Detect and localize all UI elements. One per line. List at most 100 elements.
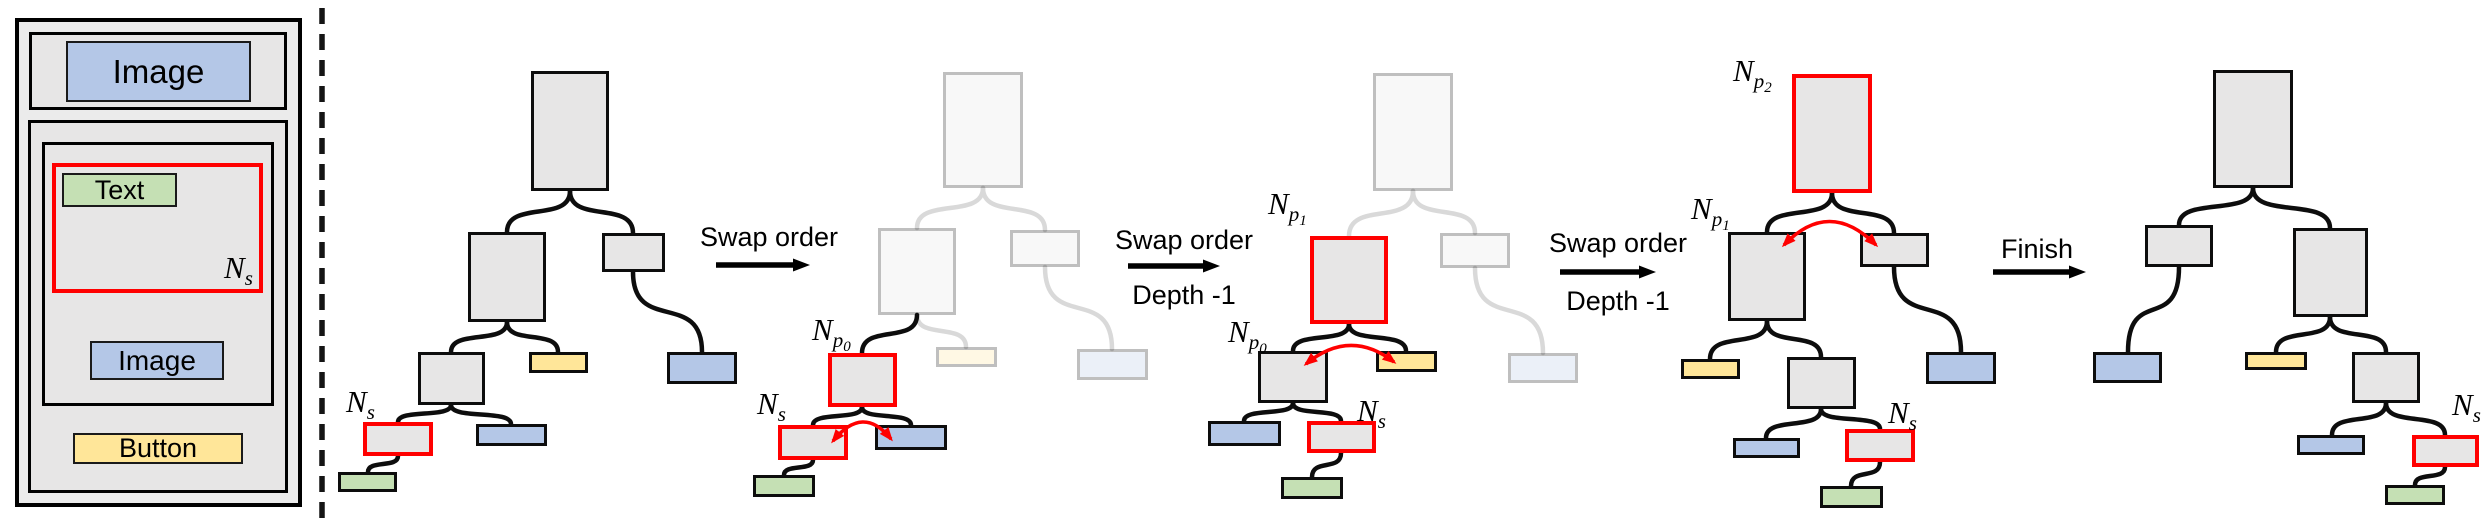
tree3-image-leaf — [1208, 421, 1281, 446]
image-mid-label: Image — [118, 344, 196, 376]
tree1-edge-1 — [567, 188, 636, 236]
tree3-edge-4 — [1346, 321, 1409, 354]
transition-1-label: Swap order — [699, 222, 839, 252]
tree4-edge-6 — [1818, 406, 1883, 432]
tree2-edge-0 — [914, 185, 986, 231]
tree5-edge-2 — [2125, 264, 2182, 355]
tree4-np2-label: Np2 — [1733, 53, 1772, 96]
tree4-ns-node — [1845, 429, 1915, 462]
tree5-edge-1 — [2250, 185, 2333, 231]
transition-3-label: Swap order — [1548, 228, 1688, 258]
tree1-edge-6 — [448, 402, 514, 427]
tree4-np1-label: Np1 — [1691, 191, 1730, 234]
tree3-edge-7 — [1309, 450, 1344, 480]
tree3-edge-2 — [1472, 265, 1546, 356]
tree5-root — [2213, 70, 2293, 188]
tree1-edge-7 — [365, 453, 401, 475]
tree5-edge-3 — [2273, 314, 2333, 355]
tree3-np0-node — [1258, 351, 1328, 403]
tree4-edge-0 — [1764, 190, 1835, 235]
tree1-edge-4 — [630, 269, 705, 355]
tree3-np1-label: Np1 — [1268, 186, 1307, 229]
tree4-edge-1 — [1829, 190, 1897, 236]
tree2-np0-node — [828, 353, 897, 407]
tree2-root — [943, 72, 1023, 188]
tree2-edge-3 — [1042, 264, 1115, 352]
tree1-ns-node — [363, 422, 433, 456]
tree4-edge-5 — [1763, 406, 1824, 441]
tree4-ns-label: Ns — [1888, 395, 1917, 435]
tree1-text-leaf — [338, 472, 397, 492]
tree3-swap-arrow — [1303, 343, 1397, 366]
tree2-text-leaf — [753, 475, 815, 497]
tree2-image-right-leaf — [1077, 349, 1148, 380]
tree3-child-right — [1440, 233, 1510, 268]
tree1-child-left — [468, 232, 546, 322]
tree4-np2-root — [1792, 74, 1872, 193]
tree2-child-right — [1010, 230, 1080, 267]
tree2-np0-label: Np0 — [812, 312, 851, 355]
tree1-edge-0 — [504, 188, 573, 235]
tree2-ns-label: Ns — [757, 386, 786, 426]
tree1-edge-3 — [504, 319, 561, 355]
tree3-np0-label: Np0 — [1228, 314, 1267, 357]
transition-2-sublabel: Depth -1 — [1132, 280, 1236, 310]
tree1-child-right — [602, 233, 665, 272]
transition-2-label: Swap order — [1114, 225, 1254, 255]
mockup-ns-label: Ns — [224, 250, 253, 290]
tree4-edge-3 — [1764, 318, 1824, 360]
tree4-text-leaf — [1820, 486, 1883, 508]
tree3-root — [1373, 73, 1453, 191]
tree5-image-leaf — [2297, 435, 2365, 455]
tree5-child-right — [2293, 228, 2368, 317]
tree2-edge-4 — [859, 312, 920, 356]
tree3-image-right-leaf — [1508, 353, 1578, 383]
tree2-button-leaf — [936, 347, 997, 367]
image-top-label: Image — [112, 52, 205, 90]
tree5-edge-6 — [2383, 400, 2448, 438]
tree2-swap-arrow — [831, 420, 893, 444]
button-label: Button — [118, 433, 198, 463]
transition-3-sublabel: Depth -1 — [1566, 286, 1670, 316]
tree2-edge-7 — [781, 457, 816, 478]
text-label: Text — [94, 174, 145, 205]
mockup-button-box: Button — [73, 433, 243, 464]
tree1-button-leaf — [529, 352, 588, 373]
transition-4-label: Finish — [2000, 234, 2074, 264]
tree3-edge-1 — [1410, 188, 1478, 236]
tree4-edge-7 — [1848, 459, 1883, 489]
tree2-edge-1 — [980, 185, 1048, 233]
tree3-ns-node — [1307, 421, 1376, 453]
tree3-edge-6 — [1290, 400, 1344, 424]
tree4-swap-arrow — [1781, 219, 1879, 248]
tree5-edge-0 — [2176, 185, 2256, 228]
tree3-edge-0 — [1346, 188, 1416, 239]
tree4-edge-2 — [1707, 318, 1770, 362]
tree5-ns-label: Ns — [2452, 387, 2481, 427]
mockup-image-box-mid: Image — [90, 341, 224, 380]
tree1-image-right-leaf — [667, 352, 737, 384]
tree2-edge-2 — [914, 312, 969, 350]
tree5-image-left-leaf — [2093, 352, 2162, 383]
mockup-selected-region — [52, 163, 263, 293]
tree1-root — [531, 71, 609, 191]
tree5-child-left — [2145, 225, 2213, 267]
tree2-child-left — [878, 228, 956, 315]
tree1-image-leaf — [476, 424, 547, 446]
tree3-ns-label: Ns — [1357, 393, 1386, 433]
tree5-ns-node — [2412, 435, 2479, 467]
tree1-container — [418, 352, 485, 405]
tree1-edge-2 — [448, 319, 510, 355]
tree5-button-leaf — [2245, 352, 2307, 370]
tree4-image-leaf — [1733, 438, 1800, 458]
mockup-image-box-top: Image — [66, 41, 251, 102]
tree4-button-leaf — [1681, 359, 1740, 379]
tree3-np1-node — [1310, 236, 1388, 324]
tree5-container — [2352, 352, 2420, 403]
tree4-child-right — [1860, 233, 1929, 267]
tree1-ns-label: Ns — [346, 384, 375, 424]
